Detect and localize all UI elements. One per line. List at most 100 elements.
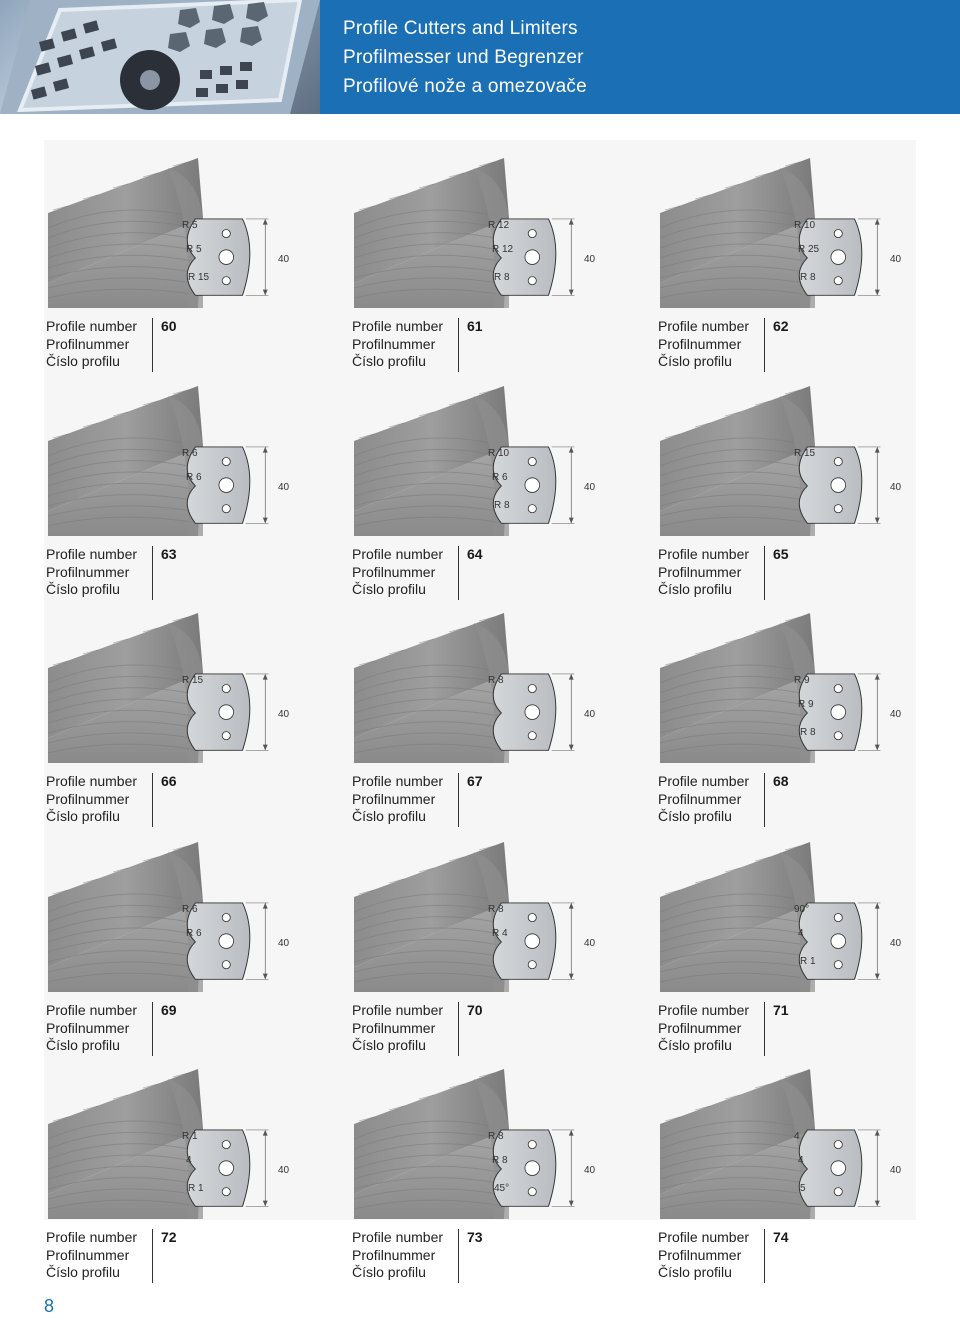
- header-photo: [0, 0, 320, 114]
- cutter-blade-image: [798, 218, 881, 296]
- caption-line: Profilnummer: [658, 790, 742, 807]
- radius-label: R 9: [794, 675, 810, 686]
- radius-label: R 6: [182, 448, 198, 459]
- height-dimension: 40: [890, 482, 902, 493]
- height-dimension: 40: [278, 938, 290, 949]
- caption-line: Číslo profilu: [46, 1264, 120, 1280]
- caption-line: Profile number: [352, 773, 444, 789]
- caption-line: Profilnummer: [352, 563, 436, 580]
- cutter-blade-image: [798, 446, 881, 524]
- caption-line: Číslo profilu: [46, 1037, 120, 1053]
- radius-label: R 8: [488, 1131, 504, 1142]
- cutter-blade-image: [186, 446, 269, 524]
- caption-line: Profile number: [658, 318, 750, 334]
- height-dimension: 40: [584, 1165, 596, 1176]
- caption-line: Profilnummer: [658, 1019, 742, 1036]
- radius-label: R 6: [186, 472, 202, 483]
- cutter-case-image: [0, 0, 320, 114]
- caption-line: Profilnummer: [352, 790, 436, 807]
- profile-number: 70: [458, 1002, 483, 1056]
- radius-label: R 10: [794, 220, 816, 231]
- radius-label: R 6: [492, 472, 508, 483]
- radius-label: R 15: [188, 272, 210, 283]
- caption-line: Profilnummer: [46, 563, 130, 580]
- caption-line: Číslo profilu: [658, 581, 732, 597]
- height-dimension: 40: [278, 1165, 290, 1176]
- radius-label: 4: [186, 1155, 192, 1166]
- caption-line: Profilnummer: [352, 335, 436, 352]
- header-titles: Profile Cutters and Limiters Profilmesse…: [343, 14, 587, 101]
- profile-number: 65: [764, 546, 789, 600]
- radius-label: 4: [794, 1131, 800, 1142]
- radius-label: R 1: [800, 956, 816, 967]
- cutter-blade-image: [492, 902, 575, 980]
- radius-label: R 8: [800, 727, 816, 738]
- caption-line: Číslo profilu: [46, 581, 120, 597]
- caption-line: Profile number: [46, 1002, 138, 1018]
- caption-line: Profilnummer: [46, 790, 130, 807]
- height-dimension: 40: [584, 938, 596, 949]
- profile-number: 74: [764, 1229, 789, 1283]
- caption-line: Profilnummer: [46, 1246, 130, 1263]
- height-dimension: 40: [278, 254, 290, 265]
- radius-label: R 5: [182, 220, 198, 231]
- caption-line: Profile number: [46, 546, 138, 562]
- radius-label: 4: [798, 1155, 804, 1166]
- profile-number: 60: [152, 318, 177, 372]
- caption-line: Profile number: [46, 773, 138, 789]
- moulding-sample-image: [354, 613, 509, 763]
- radius-label: R 12: [492, 244, 514, 255]
- moulding-sample-image: [354, 842, 509, 992]
- profile-number: 62: [764, 318, 789, 372]
- caption-line: Profile number: [352, 1002, 444, 1018]
- height-dimension: 40: [890, 254, 902, 265]
- radius-label: 45°: [494, 1183, 510, 1194]
- caption-line: Profile number: [46, 1229, 138, 1245]
- height-dimension: 40: [890, 938, 902, 949]
- page-number: 8: [44, 1296, 55, 1316]
- caption-line: Číslo profilu: [46, 808, 120, 824]
- caption-line: Číslo profilu: [352, 808, 426, 824]
- cutter-blade-image: [186, 673, 269, 751]
- radius-label: 5: [800, 1183, 806, 1194]
- caption-line: Profilnummer: [352, 1246, 436, 1263]
- profile-number: 69: [152, 1002, 177, 1056]
- profile-number: 61: [458, 318, 483, 372]
- radius-label: R 5: [186, 244, 202, 255]
- title-english: Profile Cutters and Limiters: [343, 18, 578, 39]
- profile-number: 72: [152, 1229, 177, 1283]
- cutter-blade-image: [798, 1129, 881, 1207]
- caption-line: Profile number: [352, 318, 444, 334]
- height-dimension: 40: [584, 482, 596, 493]
- title-german: Profilmesser und Begrenzer: [343, 47, 584, 68]
- profile-number: 64: [458, 546, 483, 600]
- radius-label: R 10: [488, 448, 510, 459]
- radius-label: R 8: [494, 272, 510, 283]
- title-czech: Profilové nože a omezovače: [343, 76, 587, 97]
- page-header: Profile Cutters and Limiters Profilmesse…: [0, 0, 960, 114]
- height-dimension: 40: [278, 482, 290, 493]
- radius-label: 90°: [794, 904, 810, 915]
- caption-line: Číslo profilu: [352, 1037, 426, 1053]
- cutter-blade-image: [492, 1129, 575, 1207]
